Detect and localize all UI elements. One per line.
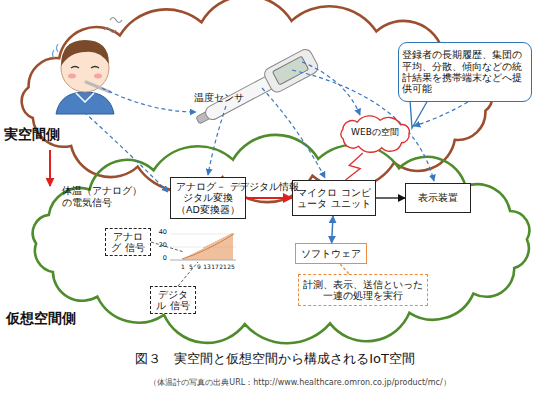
- axis-tick: 25: [226, 263, 236, 270]
- display-box: 表示装置: [405, 183, 471, 213]
- ad-converter-box: アナログ－ デジタル変換 （AD変換器）: [170, 177, 246, 219]
- cloud-shape: [33, 135, 530, 343]
- box-label: 表示装置: [409, 192, 467, 204]
- axis-tick: 20: [155, 242, 167, 250]
- software-link: [332, 216, 333, 243]
- note-leader: [340, 264, 349, 274]
- chart-grid: [170, 234, 236, 235]
- box-label: 登録者の長期履歴、集団の平均、分散、傾向などの統計結果を携帯端末などへ提供可能: [402, 49, 528, 95]
- axis-tick: 9: [194, 263, 204, 270]
- axis-tick: 0: [155, 255, 167, 263]
- child-shirt: [56, 92, 114, 114]
- thermometer-lcd: [272, 56, 308, 85]
- child-eyes: [71, 67, 99, 69]
- process-note-box: 計測、表示、送信といった 一連の処理を実行: [298, 274, 428, 306]
- box-label: アナログ－ デジタル変換 （AD変換器）: [174, 181, 242, 215]
- child-hair: [61, 40, 109, 66]
- axis-tick: 40: [155, 229, 167, 237]
- box-label: 計測、表示、送信といった 一連の処理を実行: [302, 279, 424, 302]
- dashed-arrow: [208, 106, 226, 175]
- digital-pointer: [178, 262, 198, 286]
- sensor-label: 温度センサ: [194, 92, 254, 104]
- box-label: マイクロ コンピュータ ユニット: [296, 187, 372, 210]
- callout-box: 登録者の長期履歴、集団の平均、分散、傾向などの統計結果を携帯端末などへ提供可能: [398, 42, 532, 102]
- dashed-arrow: [262, 88, 325, 178]
- analog-signal-box: アナログ 信号: [105, 228, 151, 256]
- thermometer-head: [262, 47, 320, 94]
- mcu-box: マイクロ コンピュータ ユニット: [292, 180, 376, 216]
- axis-tick: 5: [186, 263, 196, 270]
- analog-curve: [182, 234, 234, 259]
- cloud-outline: [18, 140, 545, 343]
- cloud-label: 仮想空間側: [6, 310, 90, 327]
- signal-chart: [151, 233, 236, 286]
- child-blush: [68, 74, 76, 79]
- box-label: ソフトウェア: [299, 248, 363, 259]
- software-box: ソフトウェア: [295, 243, 367, 264]
- virtual-space-cloud: 仮想空間側アナログ－ デジタル変換 （AD変換器）マイクロ コンピュータ ユニッ…: [18, 140, 545, 343]
- sick-child-illustration: [53, 18, 123, 115]
- axis-tick: 17: [210, 263, 220, 270]
- cloud-label: WEBの空間: [336, 127, 414, 138]
- analog-signal-arrow: [49, 150, 51, 186]
- dashed-arrow: [84, 112, 168, 192]
- dashed-arrow: [102, 88, 196, 112]
- digital-signal-box: デジタル 信号: [150, 286, 196, 314]
- analog-pointer: [151, 242, 184, 252]
- callout-tail: [410, 100, 428, 128]
- output-arrow: [376, 197, 405, 198]
- dashed-arrow: [302, 62, 360, 115]
- source-note: （体温計の写真の出典URL：http://www.healthcare.omro…: [100, 378, 500, 388]
- sweat-mark: [53, 44, 59, 58]
- box-label: デジタル 信号: [154, 289, 192, 312]
- axis-tick: 13: [202, 263, 212, 270]
- network-link: [346, 153, 363, 180]
- axis-tick: 1: [178, 263, 188, 270]
- signal-note: 体温（アナログ） の電気信号: [62, 185, 154, 209]
- figure-caption: 図３ 実空間と仮想空間から構成されるIoT空間: [0, 350, 550, 368]
- web-cloud: WEBの空間: [336, 115, 414, 153]
- mouth-thermometer: [86, 82, 110, 92]
- edge-label: デジタル情報: [234, 181, 304, 193]
- cloud-label: 実空間側: [4, 126, 76, 143]
- axis-tick: 21: [218, 263, 228, 270]
- child-collar: [76, 93, 94, 102]
- box-label: アナログ 信号: [109, 231, 147, 254]
- thermometer-illustration: [192, 47, 321, 132]
- child-blush: [94, 74, 102, 79]
